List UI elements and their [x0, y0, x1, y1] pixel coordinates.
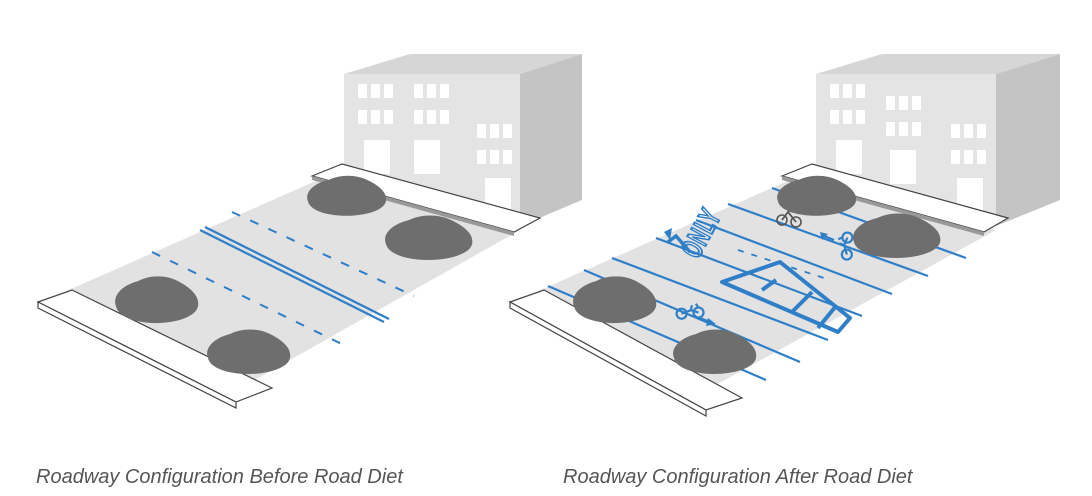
- bike-lane-line: [727, 202, 929, 278]
- building-windows: [830, 84, 986, 218]
- lane-markings-before: [151, 211, 415, 349]
- hatched-median: [720, 260, 852, 334]
- near-sidewalk-before: [36, 289, 274, 409]
- caption-before-road-diet: Roadway Configuration Before Road Diet: [36, 466, 403, 488]
- dashed-lane-line: [231, 211, 415, 297]
- building-windows: [358, 84, 512, 218]
- caption-after-road-diet: Roadway Configuration After Road Diet: [563, 466, 913, 488]
- left-turn-arrow-icon: [664, 228, 692, 254]
- bike-lane-markings: [673, 228, 863, 328]
- dashed-lane-line: [737, 249, 831, 281]
- double-center-line: [199, 229, 385, 323]
- turn-lane-line: [611, 256, 829, 342]
- after-diagram: ONLY: [508, 54, 1060, 418]
- before-diagram: [36, 54, 582, 409]
- near-sidewalk-after: [508, 289, 744, 418]
- dashed-lane-line: [151, 251, 351, 349]
- double-center-line: [204, 226, 390, 320]
- lane-line: [695, 218, 893, 296]
